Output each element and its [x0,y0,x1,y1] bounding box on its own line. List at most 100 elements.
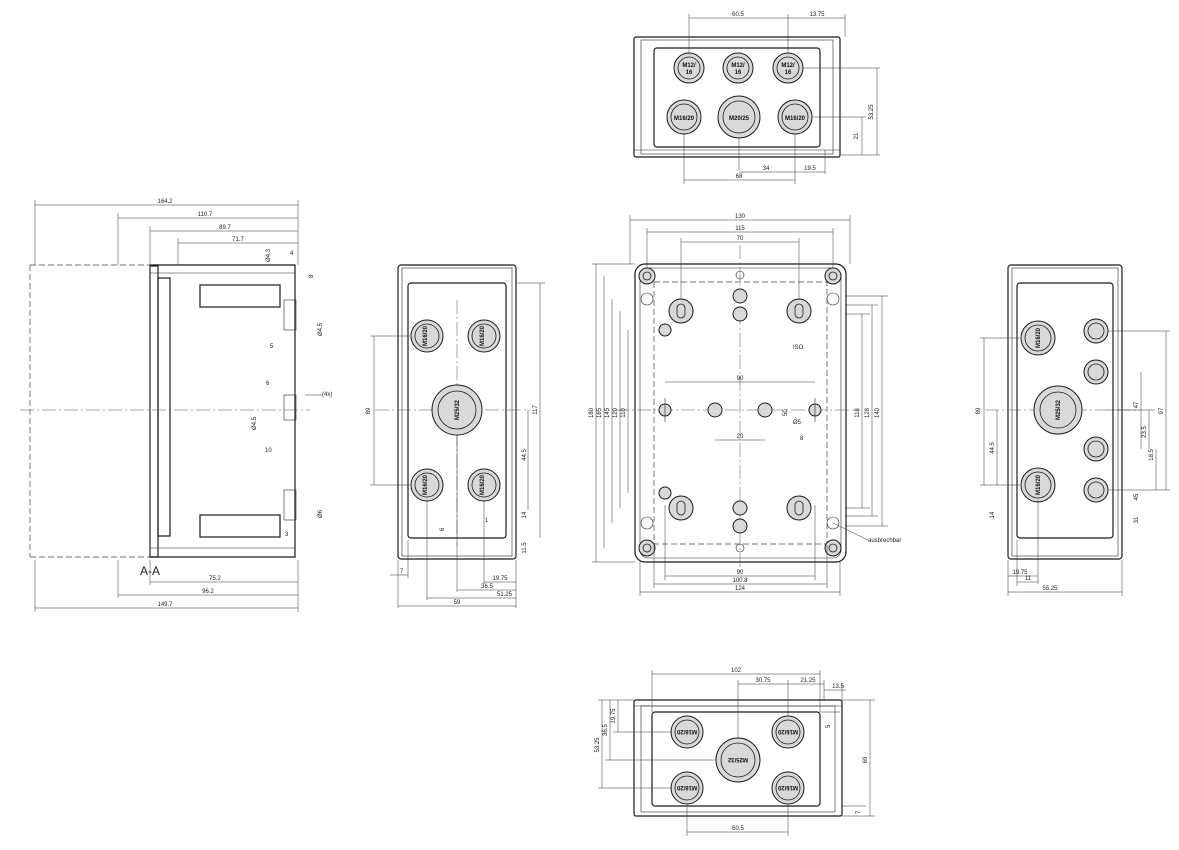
sec-dim-897: 89.7 [219,225,231,231]
front-dim-165: 165 [597,407,603,418]
sec-dim-6: 6 [266,381,270,387]
top-dim-21: 21 [854,132,860,139]
front-dim-70: 70 [737,236,744,242]
sec-dim-1107: 110.7 [198,212,213,218]
right-gland-label-1: M16/20 [1036,327,1042,348]
svg-text:16: 16 [735,70,742,76]
left-view: M16/20 M16/20 M25/32 M16/20 M16/20 89 11… [366,264,545,608]
sec-dim-1642: 164.2 [157,199,173,205]
bottom-gland-label-3: M25/32 [727,756,748,762]
front-dim-180: 180 [589,407,595,418]
sec-note: (4x) [322,392,332,398]
right-gland-1 [1020,320,1056,356]
right-dim-45: 45 [1134,493,1140,500]
top-dim-605: 60.5 [732,12,744,18]
front-dim-128: 128 [865,407,871,418]
top-gland-label-6: M16/20 [785,116,806,122]
sec-dim-10: 10 [265,448,272,454]
svg-text:M12/: M12/ [731,63,745,69]
top-gland-5 [717,95,761,139]
right-small-3 [1083,436,1109,462]
right-dim-14: 14 [990,511,996,518]
front-dim-110: 110 [621,408,627,418]
bottom-view: M16/20 M16/20 M25/32 M16/20 M16/20 102 3… [595,668,875,836]
corner-screw-tr [824,267,842,285]
right-dim-445: 44.5 [990,442,996,454]
left-dim-445: 44.5 [522,449,528,461]
left-gland-5 [467,468,501,502]
front-dim-140: 140 [875,407,881,418]
left-gland-label-3: M25/32 [455,399,461,420]
front-dim-120: 120 [613,407,619,418]
right-small-2 [1083,359,1109,385]
top-dim-195: 19.5 [804,166,816,172]
bottom-dim-2125: 21.25 [800,678,816,684]
top-gland-label-1: M12/ [682,63,696,69]
top-dim-68: 68 [736,174,743,180]
sec-dim-717: 71.7 [232,237,244,243]
svg-text:16: 16 [785,70,792,76]
left-gland-1 [410,319,444,353]
right-dim-1975: 19.75 [1012,570,1028,576]
top-gland-2 [722,52,754,84]
top-gland-label-5: M20/25 [729,116,750,122]
left-dim-6: 6 [440,527,446,531]
section-view: A-A 164.2 110.7 89.7 71.7 4 Ø4.3 8 Ø4.5 … [20,199,332,612]
bottom-gland-label-4: M16/20 [676,784,697,790]
bottom-dim-605: 60.5 [732,826,744,832]
svg-text:16: 16 [686,70,693,76]
corner-screw-tl [638,267,656,285]
left-dim-365: 36.5 [481,584,493,590]
bottom-gland-5 [771,771,805,805]
sec-dim-962: 96.2 [202,589,214,595]
bottom-dim-3075: 30.75 [755,678,771,684]
bottom-dim-7: 7 [856,810,862,814]
svg-text:M12/: M12/ [781,63,795,69]
sec-dim-45b: Ø4.5 [252,416,258,430]
left-gland-label-2: M16/20 [480,325,486,346]
front-dim-145: 145 [605,407,611,418]
sec-dim-43: Ø4.3 [266,248,272,262]
right-dim-47: 47 [1134,401,1140,408]
front-dim-50: 50 [783,409,789,416]
right-small-1 [1083,318,1109,344]
bottom-dim-69: 69 [863,756,869,763]
corner-screw-br [824,539,842,557]
sec-dim-45: Ø4.5 [318,322,324,336]
left-dim-59: 59 [454,600,461,606]
bottom-gland-label-1: M16/20 [676,728,697,734]
sec-dim-8: 8 [309,274,315,278]
bottom-dim-5: 5 [826,724,832,728]
top-dim-34: 34 [763,166,770,172]
sec-dim-5: 5 [270,344,274,350]
left-dim-89: 89 [366,407,372,414]
top-gland-1 [673,52,705,84]
right-gland-label-3: M16/20 [1036,474,1042,495]
front-view: ISO 130 115 70 90 20 50 Ø5 8 90 100.8 12… [589,214,901,596]
top-view: M12/ 16 M12/ 16 M12/ 16 M16/20 M20/25 M1… [633,12,880,184]
left-gland-2 [467,319,501,353]
left-dim-14: 14 [522,511,528,518]
left-dim-115: 11.5 [522,542,528,554]
bottom-dim-135: 13.5 [832,684,844,690]
bottom-gland-1 [670,715,704,749]
boss-br [786,495,812,521]
right-view: M16/20 M25/32 M16/20 89 44.5 14 97 47 23… [976,264,1170,596]
sec-dim-4: 4 [290,251,294,257]
left-gland-3 [431,384,483,436]
right-dim-11: 11 [1025,576,1032,582]
top-dim-5325: 53.25 [869,104,875,120]
left-dim-117: 117 [533,405,539,415]
front-dim-1008: 100.8 [732,578,748,584]
top-gland-label-4: M16/20 [674,116,695,122]
right-dim-235: 23.5 [1142,426,1148,438]
left-dim-1975: 19.75 [492,576,508,582]
right-dim-31: 31 [1134,516,1140,523]
sec-dim-3: 3 [285,532,289,538]
front-note: ausbrechbar [868,538,901,544]
left-dim-1: 1 [485,518,489,524]
boss-bl [668,495,694,521]
right-dim-5525: 55.25 [1042,586,1058,592]
left-dim-5125: 51.25 [497,592,513,598]
